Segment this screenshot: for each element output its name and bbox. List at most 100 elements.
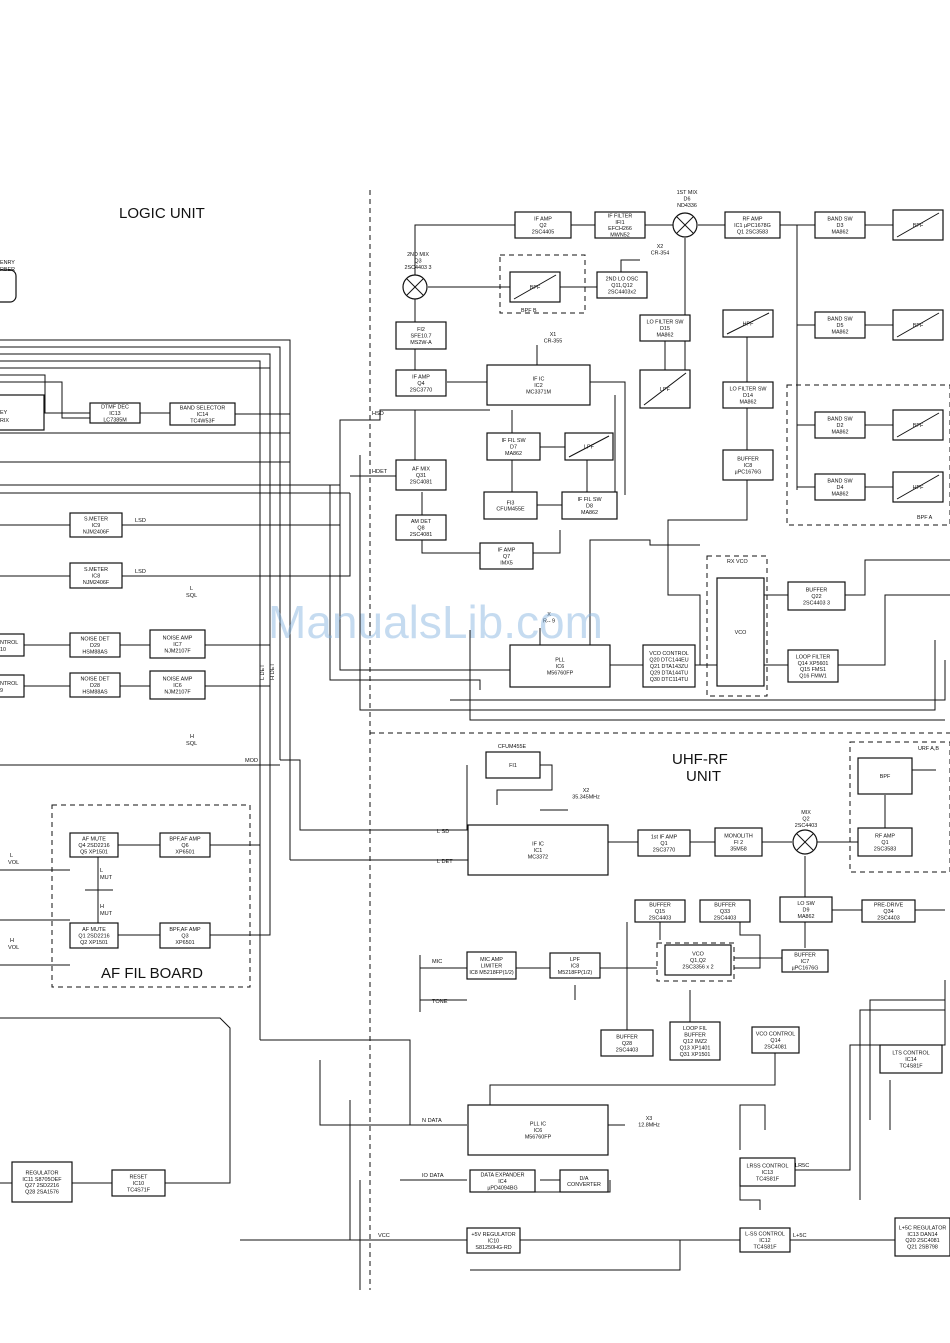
lo-filter-sw-d14-line-2: MA862 (739, 399, 756, 405)
data-expander-box (469, 1169, 536, 1193)
signal-vol1: VOL (8, 860, 19, 866)
left-top-label-1: ENRY (0, 260, 15, 266)
signal-mod: MOD (245, 758, 258, 764)
lo-sw-d9-line-2: MA862 (797, 914, 814, 920)
lrss-control-line-0: LRSS CONTROL (747, 1164, 789, 1170)
noise-det-d29-line-1: D29 (90, 643, 100, 649)
af-mute-q1-line-2: Q2 XP1501 (80, 940, 108, 946)
watermark: ManualsLib.com (268, 596, 603, 648)
bpf-3-filter: BPF (892, 409, 944, 441)
l5c-regulator-line-2: Q20 2SC4081 (905, 1238, 939, 1244)
if-filter-line-1: IFI1 (615, 220, 624, 226)
af-mix-line-2: 2SC4081 (410, 479, 432, 485)
vco-block: VCO (716, 577, 765, 687)
lrss-control-box (739, 1157, 796, 1187)
plus5v-regulator-line-0: +5V REGULATOR (471, 1232, 515, 1238)
vco-q1q2-box (664, 944, 732, 976)
af-mute-q4-line-0: AF MUTE (82, 837, 106, 843)
noise-det-d29-box (69, 632, 121, 658)
hpf-top-label: HPF (743, 322, 754, 328)
if-fil-sw-d7-box (486, 432, 541, 461)
noise-det-d28-box (69, 672, 121, 698)
band-sw-d5-line-2: MA862 (831, 329, 848, 335)
x3-line-0: X3 (646, 1116, 653, 1122)
loop-filter-box (787, 649, 839, 683)
lss-control-line-1: IC12 (759, 1238, 770, 1244)
band-sw-d3-box (814, 211, 866, 239)
band-sw-d4-line-2: MA862 (831, 491, 848, 497)
vco-q1q2-line-2: 2SC3356 x 2 (682, 964, 713, 970)
signal-mic: MIC (432, 959, 442, 965)
x3-line-1: 12.8MHz (638, 1122, 660, 1128)
bpf-af-amp-q3-line-2: XP6501 (175, 940, 194, 946)
loop-fil-buffer-box (669, 1021, 721, 1061)
loop-filter-line-2: Q15 FMS1 (800, 667, 826, 673)
vco-q1q2-line-1: Q1,Q2 (690, 958, 706, 964)
buffer-q15-line-0: BUFFER (649, 903, 671, 909)
second-mix-line-1: Q3 (414, 258, 421, 264)
regulator-ic11-box (11, 1161, 73, 1203)
loop-fil-buffer-line-0: LOOP FIL (683, 1026, 707, 1032)
uhf-rf-amp-line-1: Q1 (881, 840, 888, 846)
lpf-ic8-box (549, 952, 601, 979)
l5c-regulator-line-0: L+5C REGULATOR (899, 1225, 947, 1231)
bpf-3-diag (896, 412, 940, 438)
lpf-ic8-line-2: M5218FP(1/2) (558, 970, 593, 976)
lss-control-line-0: L-SS CONTROL (745, 1232, 785, 1238)
lo-filter-sw-d15-box (639, 314, 691, 342)
bpf-2-filter: BPF (892, 309, 944, 341)
s-meter-ic8-line-2: NJM2406F (83, 580, 110, 586)
urf-bpf-1-line-0: BPF (880, 774, 891, 780)
uhf-mix-line-2: 2SC4403 (795, 823, 817, 829)
signal-h-mut: H (100, 904, 104, 910)
lo-sw-d9-box (779, 896, 833, 923)
uhf-rf-amp-line-2: 2SC3583 (874, 846, 896, 852)
second-mix-line-0: 2ND MIX (407, 252, 429, 258)
reset-ic10-line-0: RESET (130, 1175, 149, 1181)
vco-control-line-4: Q30 DTC114TU (650, 677, 689, 683)
vco-q1q2-line-0: VCO (692, 952, 704, 958)
if-amp-q2-line-2: 2SC4405 (532, 229, 554, 235)
signal-lr5c: LR5C (795, 1163, 809, 1169)
noise-det-d29-line-0: NOISE DET (80, 637, 110, 643)
uhf-rf-amp-box (857, 827, 913, 857)
buffer-ic8-box (722, 449, 774, 481)
signal-h-det: H DET (270, 663, 276, 680)
second-lo-osc-line-1: Q11,Q12 (611, 283, 632, 289)
dtmf-dec-box (89, 402, 141, 424)
da-converter-line-0: D/A (580, 1176, 589, 1182)
if-amp-q2-box (514, 211, 572, 239)
lts-control-box (879, 1044, 943, 1074)
hpf-1-diag (896, 474, 940, 500)
left-control2-label-1: NTROL (0, 681, 18, 687)
band-sw-d5-line-1: D5 (837, 323, 844, 329)
lts-control-line-2: TC4S81F (899, 1063, 923, 1069)
if-amp-q7-box (479, 542, 534, 570)
second-lo-osc-line-2: 2SC4403x2 (608, 289, 636, 295)
signal-l-vol: L (10, 853, 13, 859)
da-converter-box (559, 1169, 609, 1193)
buffer-q28-line-2: 2SC4403 (616, 1047, 638, 1053)
bpf-1-filter: BPF (892, 209, 944, 241)
